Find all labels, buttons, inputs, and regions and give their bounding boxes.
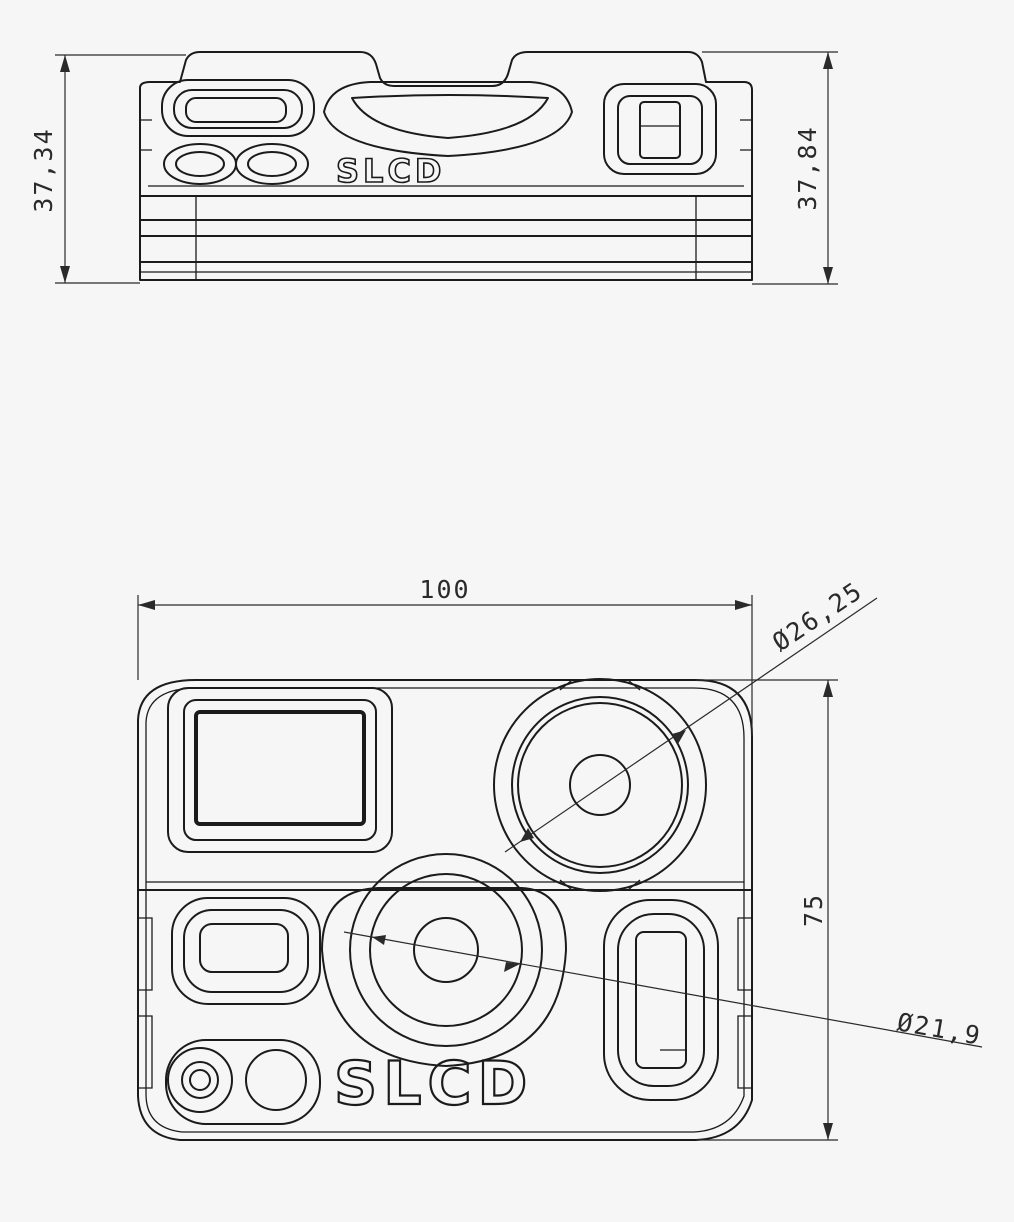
top-twin-button-frame (165, 1039, 321, 1125)
top-side-notches (138, 917, 752, 1089)
top-screen-frame-outer (167, 687, 393, 853)
top-twin-button-left-outer (167, 1047, 233, 1113)
front-top-profile (139, 51, 753, 281)
top-twin-button-left-inner (189, 1069, 211, 1091)
top-screen-frame-inner (183, 699, 377, 841)
top-clip-inner (635, 931, 687, 1069)
top-lens-ring-outer (493, 678, 707, 892)
top-lens-center (569, 754, 631, 816)
front-dim-left: 37,34 (29, 54, 186, 284)
top-center-button-ring (349, 853, 543, 1047)
top-clip-mid (617, 913, 705, 1087)
dim-front-right-label: 37,84 (793, 125, 822, 210)
front-notches (140, 119, 752, 151)
front-dome-outer (323, 81, 573, 157)
front-clip-mid (617, 95, 703, 165)
dim-top-width-label: 100 (419, 575, 470, 604)
front-clip-inner (639, 101, 681, 159)
top-slot-mid (183, 909, 309, 993)
top-slot-outer (171, 897, 321, 1005)
front-logo: SLCD (336, 152, 445, 190)
top-twin-button-right (245, 1049, 307, 1111)
top-clip-outer (603, 899, 719, 1101)
top-slot-inner (199, 923, 289, 973)
front-view: SLCD (139, 51, 753, 281)
front-screen-slot-outer (161, 79, 315, 137)
dim-diameter-small: Ø21,9 (343, 931, 984, 1051)
top-center-button-housing (321, 887, 567, 1067)
top-dim-depth: 75 (696, 679, 838, 1141)
dim-diameter-small-label: Ø21,9 (895, 1007, 984, 1050)
top-body-inner (145, 687, 745, 1133)
top-lens-ring-mid (511, 696, 689, 874)
dim-top-depth-label: 75 (799, 893, 828, 927)
top-view: SLCD (137, 678, 753, 1141)
front-dome-inner (351, 94, 549, 139)
front-button-left-inner (175, 151, 225, 177)
top-dim-width: 100 (137, 575, 753, 736)
front-dim-right: 37,84 (702, 51, 838, 285)
front-screen-slot-mid (173, 89, 303, 129)
top-twin-button-left-mid (181, 1061, 219, 1099)
dim-front-left-label: 37,34 (29, 127, 58, 212)
front-button-left-outer (163, 143, 237, 185)
top-screen-glass (194, 710, 366, 826)
front-button-right-inner (247, 151, 297, 177)
front-clip-outer (603, 83, 717, 175)
front-button-right-outer (235, 143, 309, 185)
top-center-button-face (369, 873, 523, 1027)
front-screen-slot-inner (185, 97, 287, 123)
top-lens-ticks (559, 679, 641, 891)
dim-diameter-large-label: Ø26,25 (767, 576, 868, 657)
top-logo: SLCD (334, 1049, 533, 1119)
top-lens-ring-inner (517, 702, 683, 868)
top-center-button-core (413, 917, 479, 983)
